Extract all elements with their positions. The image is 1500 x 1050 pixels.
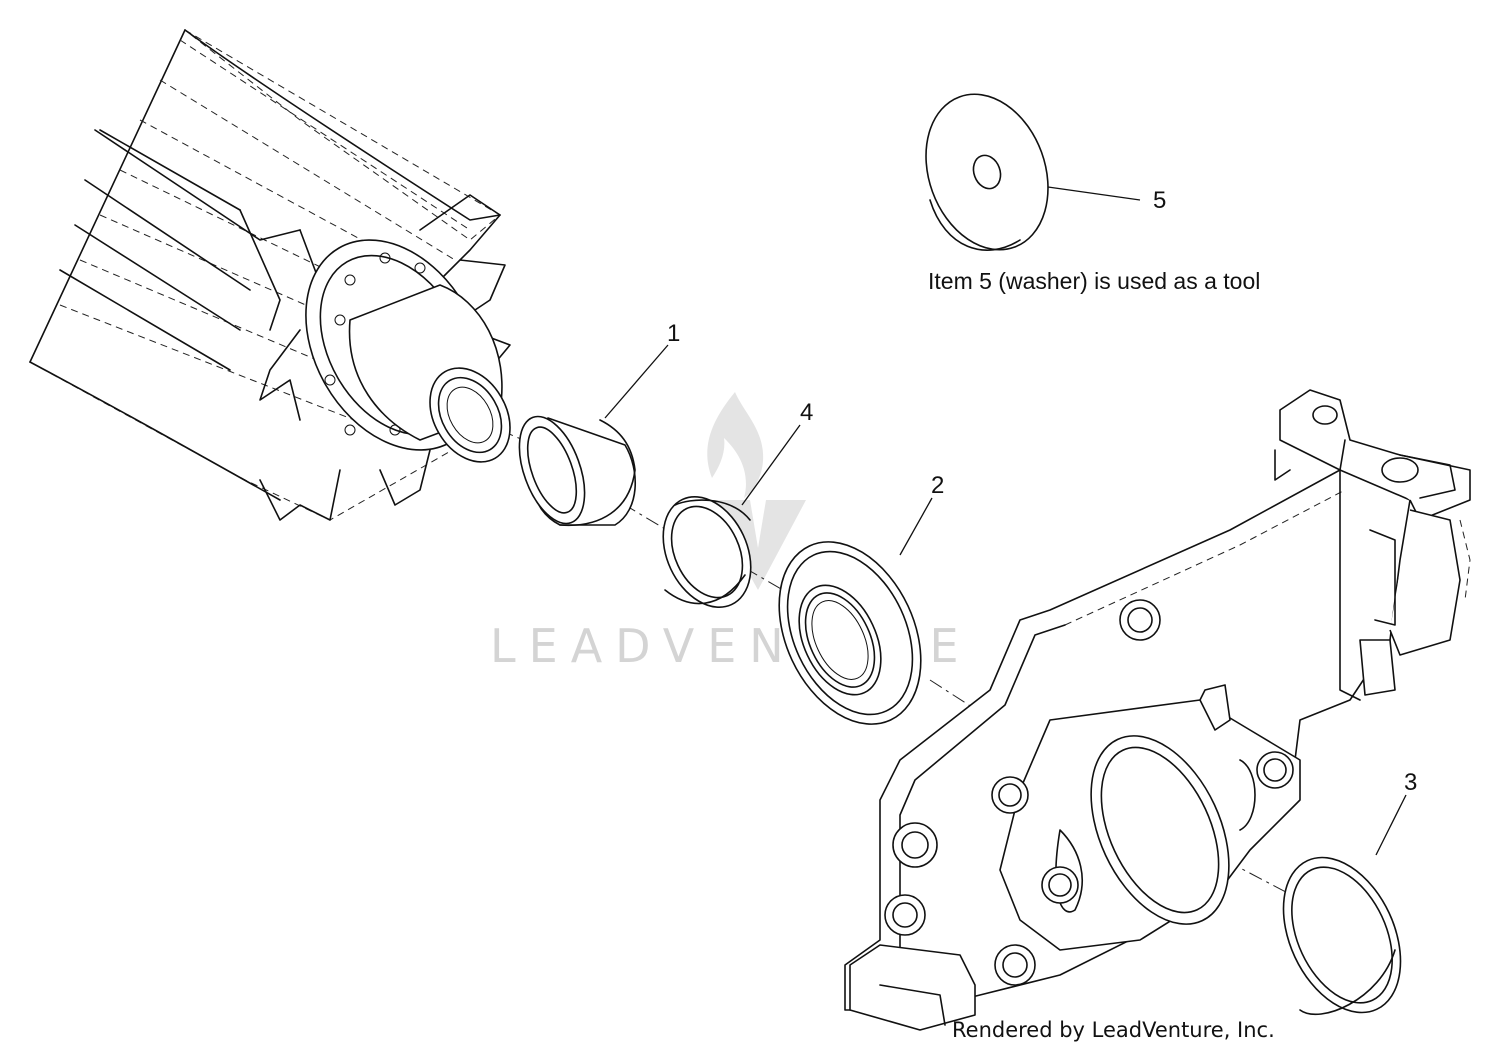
callout-4: 4 — [800, 399, 813, 426]
rotor-impeller — [29, 29, 511, 521]
callout-1: 1 — [667, 320, 680, 347]
callout-3: 3 — [1404, 769, 1417, 796]
washer-tool-note: Item 5 (washer) is used as a tool — [928, 268, 1260, 294]
housing-plate — [844, 389, 1471, 1031]
callout-5: 5 — [1153, 187, 1166, 214]
part-3-seal — [1282, 856, 1402, 1016]
callout-2: 2 — [931, 472, 944, 499]
callout-leaders — [604, 186, 1407, 856]
part-4-ring — [662, 495, 752, 609]
render-credit: Rendered by LeadVenture, Inc. — [952, 1018, 1275, 1042]
part-2-seal — [778, 541, 922, 725]
part-5-washer — [925, 93, 1049, 251]
part-1-bushing — [518, 415, 636, 527]
